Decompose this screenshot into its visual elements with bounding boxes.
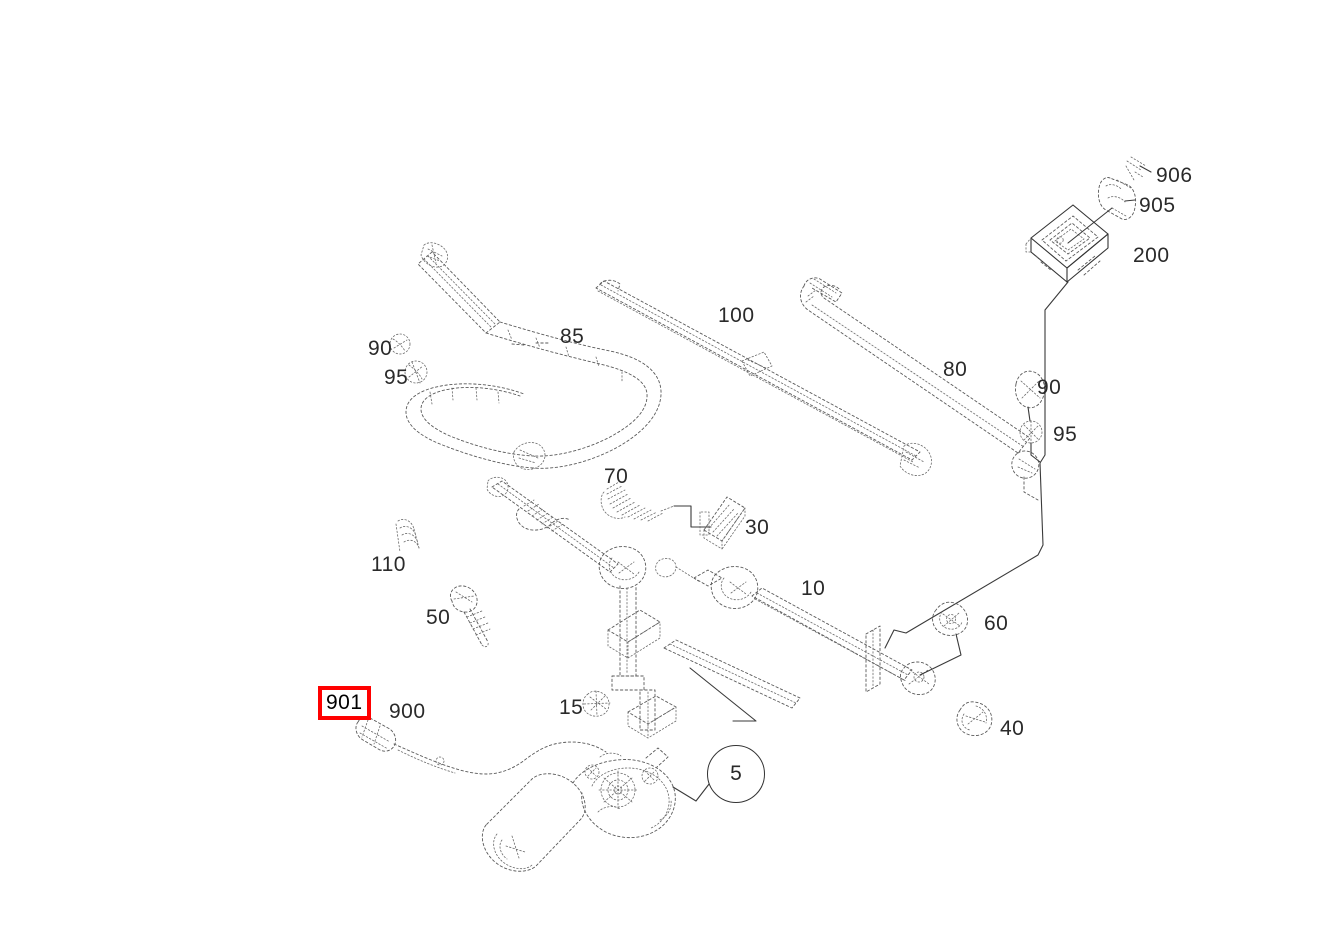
- part-110-spring-clip: [395, 519, 420, 553]
- label-15: 15: [559, 696, 584, 719]
- label-95-left: 95: [384, 366, 409, 389]
- label-90-right: 90: [1037, 376, 1062, 399]
- label-80: 80: [943, 358, 968, 381]
- part-70-spring: [600, 481, 675, 522]
- label-200: 200: [1133, 244, 1170, 267]
- callout-circle-5: 5: [707, 745, 765, 803]
- part-85-wiper-blade-left: [405, 242, 662, 470]
- part-95-left-fastener: [404, 360, 428, 384]
- label-30: 30: [745, 516, 770, 539]
- leader-70-to-30: [673, 505, 712, 528]
- label-90-left: 90: [368, 337, 393, 360]
- leader-60: [919, 633, 962, 676]
- label-110: 110: [371, 553, 406, 576]
- part-50-bolt: [449, 585, 491, 648]
- label-901-highlighted: 901: [318, 686, 371, 720]
- part-30-bracket: [699, 511, 710, 536]
- label-70: 70: [604, 465, 629, 488]
- part-90-right-fastener: [1015, 370, 1045, 409]
- part-100-wiper-blade-main: [595, 279, 932, 476]
- leader-95-right-to-arm: [1030, 442, 1041, 463]
- part-30-clip-plate: [703, 496, 746, 550]
- leader-200-to-linkage: [884, 281, 1069, 649]
- part-15-grommet: [582, 690, 611, 717]
- part-906-fastener: [1125, 156, 1147, 181]
- label-50: 50: [426, 606, 451, 629]
- label-95-right: 95: [1053, 423, 1078, 446]
- part-40-washer: [956, 701, 993, 736]
- label-100: 100: [718, 304, 755, 327]
- part-900-901-connector: [355, 716, 607, 775]
- leader-905-to-200: [1067, 207, 1113, 244]
- part-905-clip: [1097, 177, 1137, 220]
- label-10: 10: [801, 577, 826, 600]
- label-60: 60: [984, 612, 1009, 635]
- leader-5-upper: [689, 667, 757, 722]
- part-90-left-fastener: [389, 333, 411, 355]
- leader-905: [1124, 199, 1136, 202]
- part-60-nut: [932, 601, 968, 636]
- part-95-right-fastener: [1019, 420, 1043, 444]
- label-40: 40: [1000, 717, 1025, 740]
- part-5-wiper-motor: [481, 747, 676, 872]
- part-80-wiper-arm: [800, 277, 1040, 501]
- label-900: 900: [389, 700, 426, 723]
- label-906: 906: [1156, 164, 1193, 187]
- leader-906: [1139, 165, 1152, 173]
- part-10-linkage-assembly: [486, 476, 936, 739]
- label-905: 905: [1139, 194, 1176, 217]
- label-85: 85: [560, 325, 585, 348]
- leader-90-95-right: [1027, 406, 1031, 422]
- part-200-sensor-module: [1025, 204, 1109, 283]
